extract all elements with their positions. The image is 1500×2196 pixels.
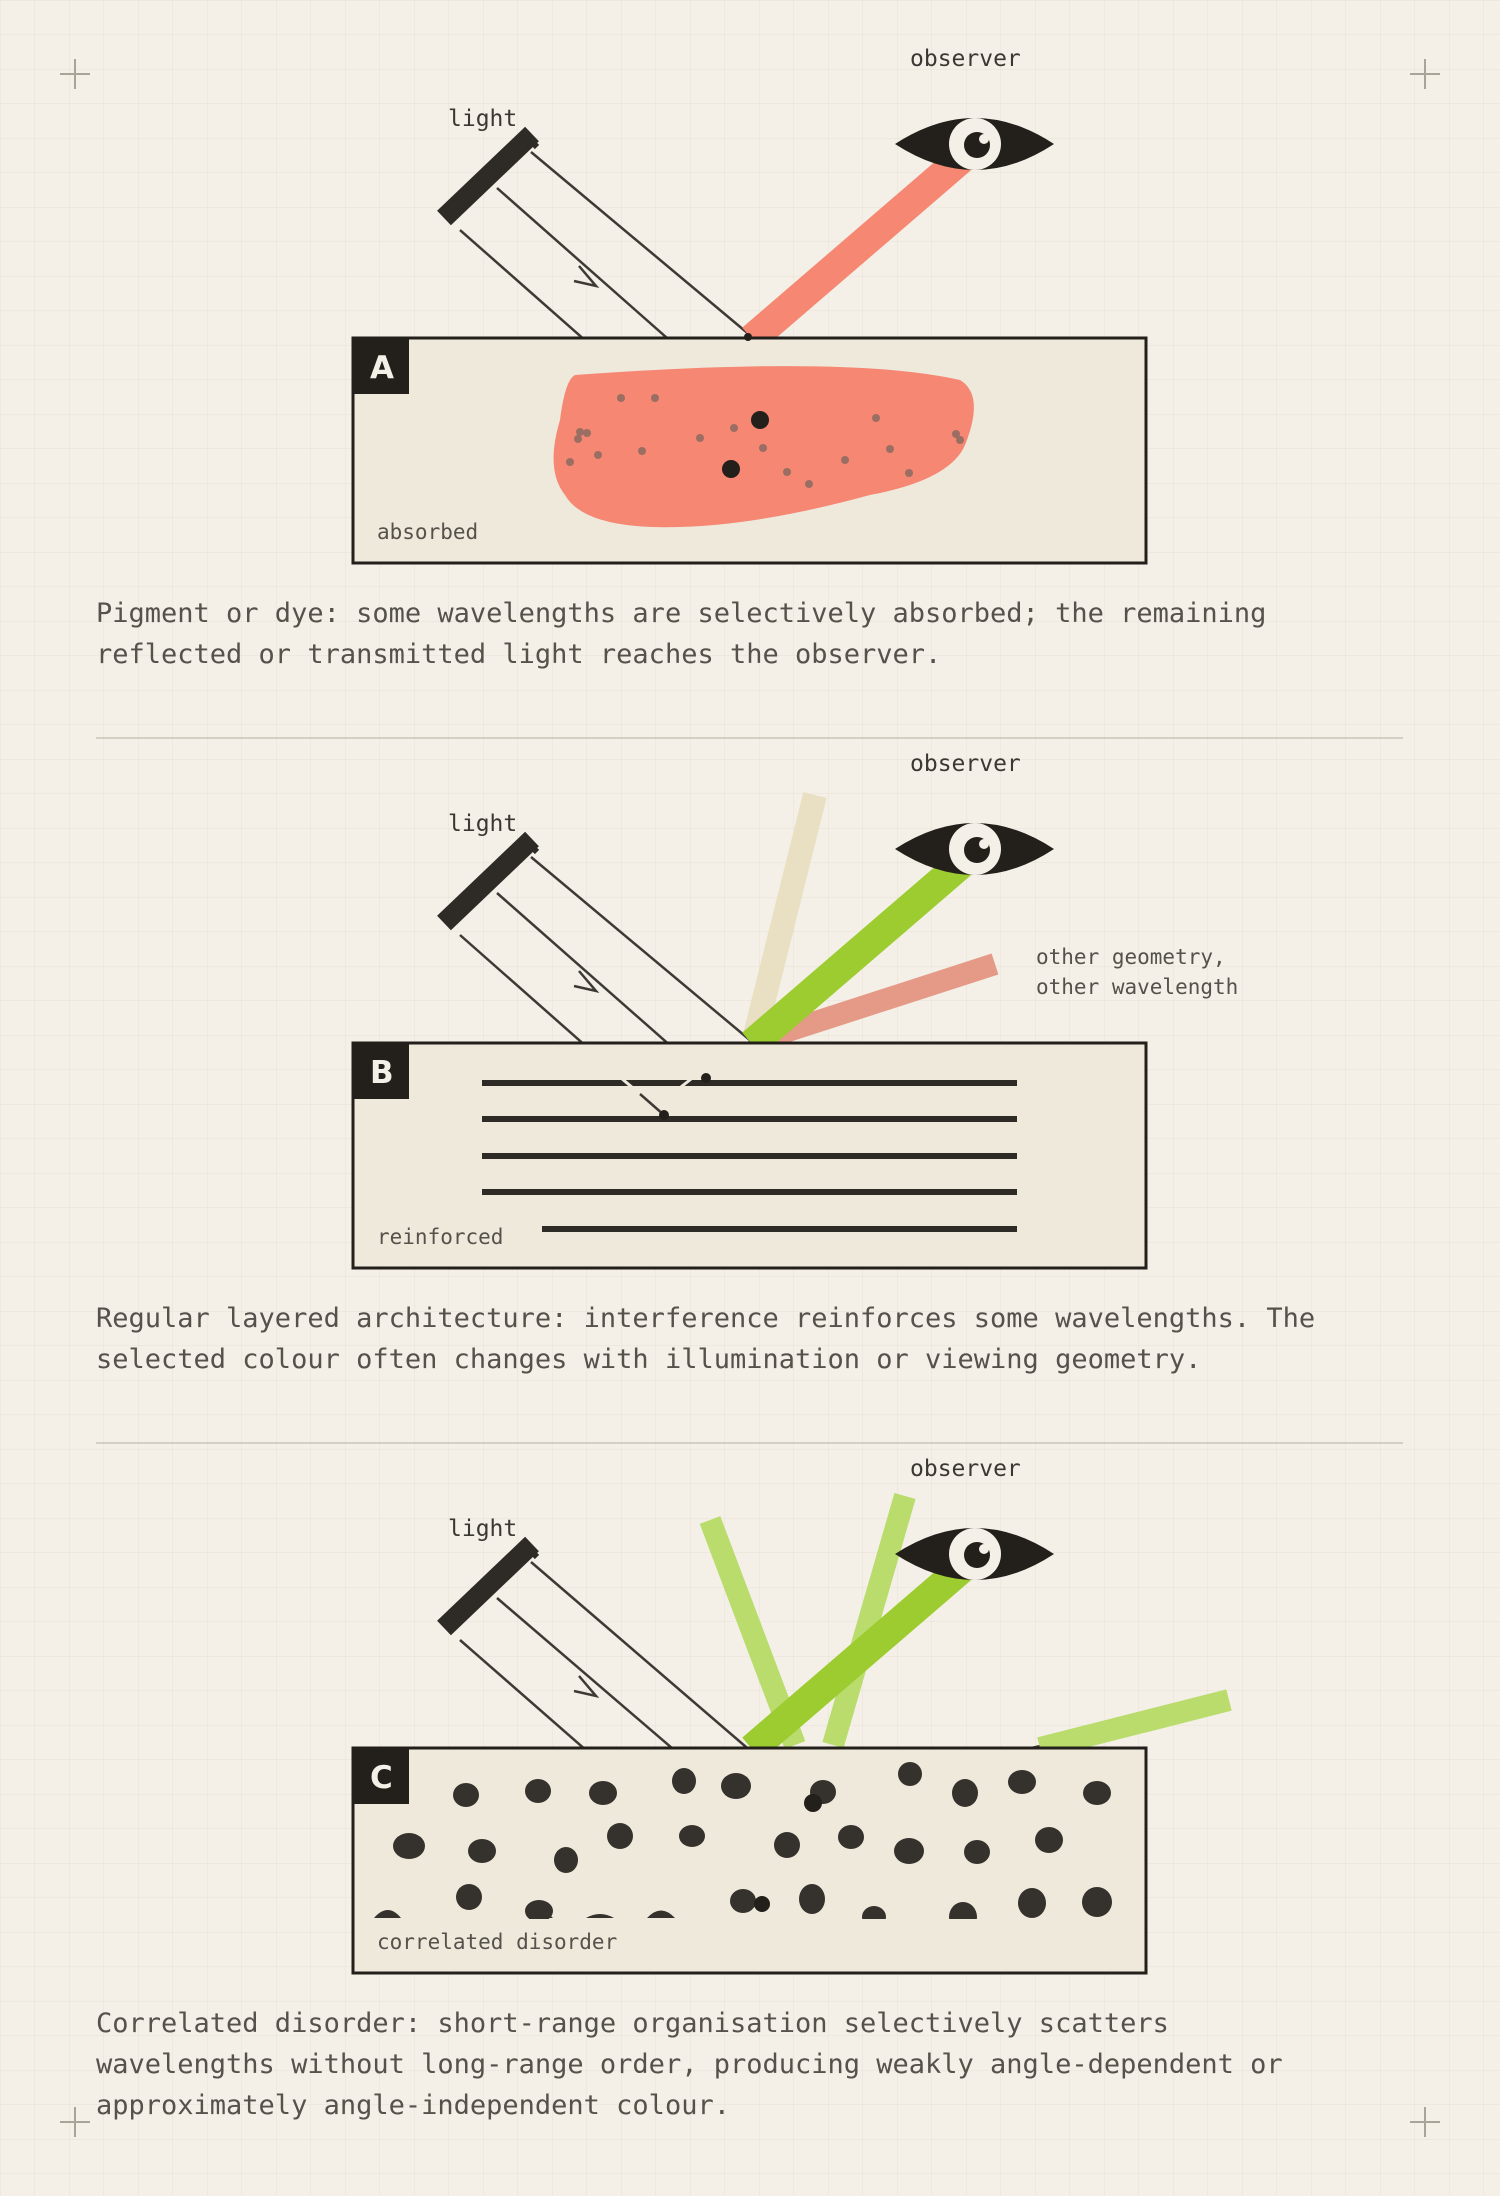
alternate-beam (756, 953, 999, 1051)
panel-badge (353, 338, 409, 394)
reflection-point (701, 1073, 711, 1083)
absorption-point (722, 460, 740, 478)
light-label: light (448, 106, 517, 132)
inner-label: absorbed (377, 520, 478, 544)
inner-label: correlated disorder (377, 1930, 617, 1954)
eye-icon (895, 1528, 1054, 1580)
absorption-point (751, 411, 769, 429)
panel-badge-label: A (370, 350, 394, 386)
scattered-beam (822, 1492, 916, 1749)
scatter-point (804, 1794, 822, 1812)
panel-b: light observer other geometry, other wav… (351, 751, 1238, 1270)
light-label: light (448, 811, 517, 837)
alternate-beam (743, 792, 827, 1038)
side-note: other wavelength (1036, 975, 1238, 999)
panel-badge-label: C (370, 1760, 393, 1796)
scattered-beam (1037, 1689, 1232, 1759)
panel-badge-label: B (370, 1055, 394, 1091)
light-source-icon (437, 126, 539, 226)
scattering-particles (374, 1762, 1112, 1932)
caption-b: Regular layered architecture: interferen… (96, 1303, 1316, 1375)
thin-film-layers (482, 1080, 1017, 1232)
observer-label: observer (910, 751, 1021, 777)
reflected-beam (742, 135, 985, 351)
observer-label: observer (910, 46, 1021, 72)
panel-a: light observer A (351, 46, 1148, 565)
reflection-point (744, 333, 752, 341)
eye-icon (895, 118, 1054, 170)
eye-icon (895, 823, 1054, 875)
corner-marks (60, 59, 1440, 2137)
panel-c: light observer (351, 1456, 1232, 1975)
reflected-beam (742, 840, 985, 1056)
side-note: other geometry, (1036, 945, 1226, 969)
panel-badge (353, 1748, 409, 1804)
inner-label: reinforced (377, 1225, 503, 1249)
reflected-beam (742, 1545, 985, 1761)
light-source-icon (437, 1536, 539, 1636)
caption-c: Correlated disorder: short-range organis… (96, 2008, 1283, 2121)
reflection-point (659, 1110, 669, 1120)
panel-badge (353, 1043, 409, 1099)
caption-a: Pigment or dye: some wavelengths are sel… (96, 598, 1267, 670)
light-label: light (448, 1516, 517, 1542)
scatter-point (754, 1896, 770, 1912)
light-source-icon (437, 831, 539, 931)
observer-label: observer (910, 1456, 1021, 1482)
